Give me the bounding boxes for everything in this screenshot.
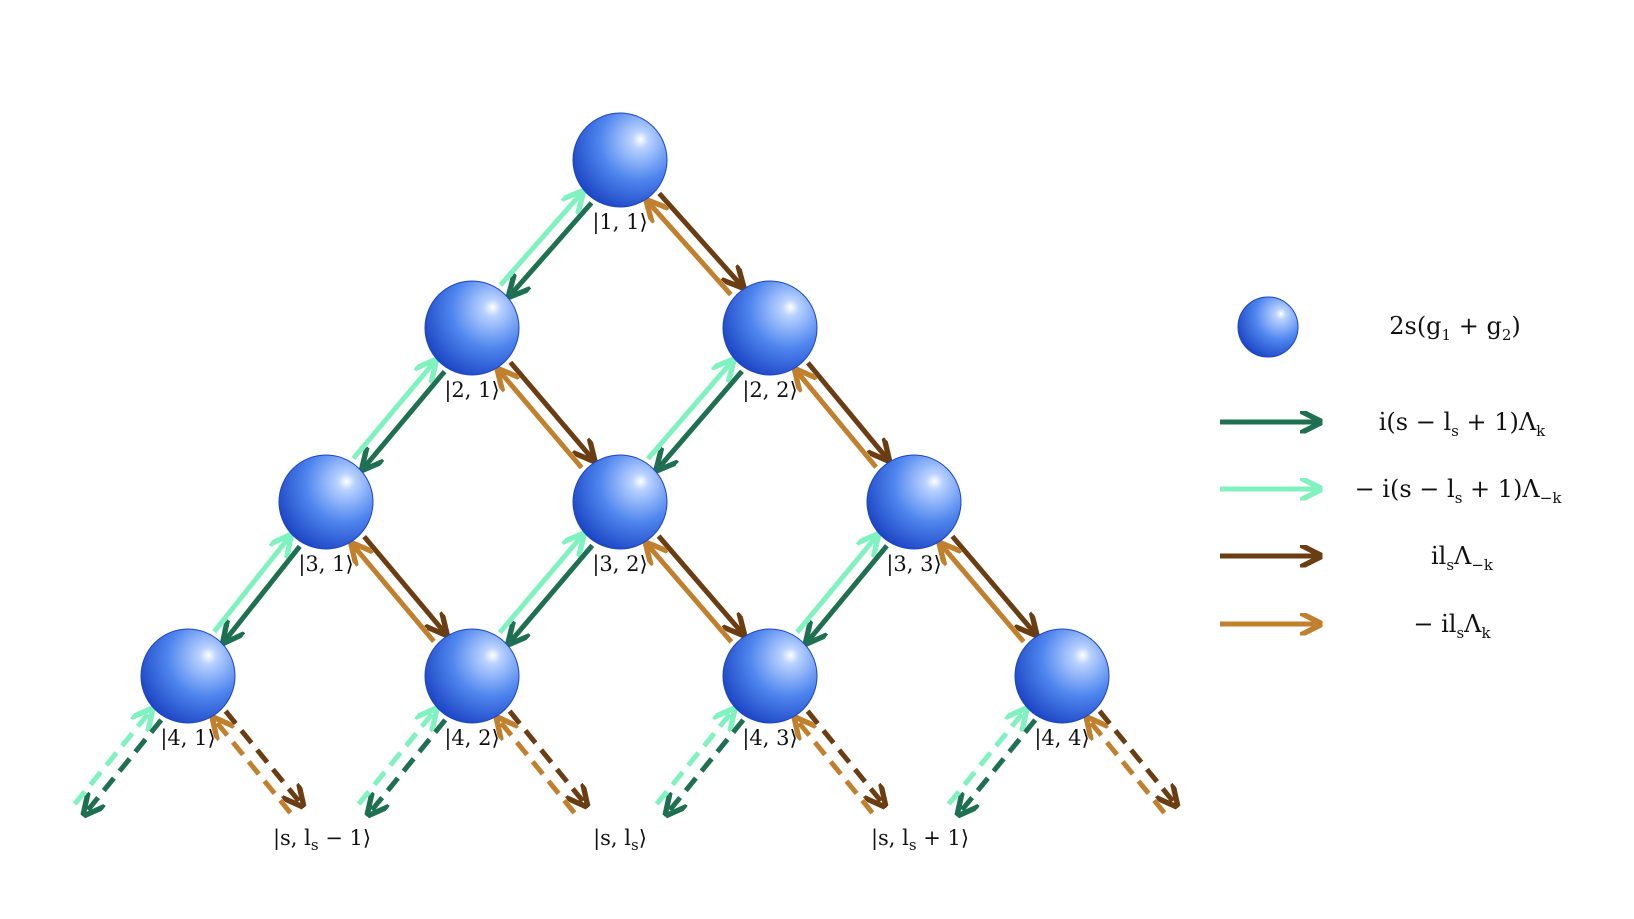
edge-n33-n43-up-arrow <box>795 537 876 634</box>
state-sphere-n11 <box>572 112 668 208</box>
state-label-n22: |2, 2⟩ <box>742 378 797 403</box>
edge-n32-n43-up-arrow <box>648 545 734 644</box>
state-sphere-n42 <box>424 628 520 724</box>
legend-dark-green-label: i(s − ls + 1)Λk <box>1379 408 1546 440</box>
edge-n21-n31-down-arrow <box>364 369 447 468</box>
edge-n11-n21-down-arrow <box>511 201 594 294</box>
cont-n43-left-down-arrow <box>668 718 746 813</box>
cont-n43-right-up-arrow <box>797 720 875 815</box>
cont-n44-left-up-arrow <box>946 711 1025 806</box>
legend-sphere-icon <box>1237 296 1299 358</box>
edge-n31-n41-down-arrow <box>225 544 302 640</box>
legend-light-brown-label: − ilsΛk <box>1413 610 1491 642</box>
legend: 2s(g1 + g2) i(s − ls + 1)Λk − i(s − ls +… <box>1220 296 1563 642</box>
state-sphere-n21 <box>424 280 520 376</box>
cont-n41-left-down-arrow <box>86 718 164 813</box>
state-label-n42: |4, 2⟩ <box>444 726 499 751</box>
edge-n33-n44-up-arrow <box>942 545 1026 644</box>
cont-n43-left-up-arrow <box>654 711 733 806</box>
edge-n22-n33-up-arrow <box>797 372 879 469</box>
cont-n42-left-up-arrow <box>356 711 435 806</box>
legend-light-green-label: − i(s − ls + 1)Λ−k <box>1355 475 1563 507</box>
state-label-n44: |4, 4⟩ <box>1034 726 1089 751</box>
state-sphere-n43 <box>722 628 818 724</box>
edge-n11-n22-up-arrow <box>649 203 733 297</box>
state-sphere-n44 <box>1014 628 1110 724</box>
edge-n31-n42-up-arrow <box>353 546 436 644</box>
edge-n31-n41-up-arrow <box>212 538 289 634</box>
edge-n11-n21-up-arrow <box>498 194 581 287</box>
edge-n32-n42-down-arrow <box>510 543 595 641</box>
state-sphere-n41 <box>140 628 236 724</box>
edge-n32-n43-down-arrow <box>656 534 742 633</box>
edge-n33-n44-down-arrow <box>950 534 1034 632</box>
bottom-label-ls-plus-1: |s, ls + 1⟩ <box>871 826 969 854</box>
state-label-n31: |3, 1⟩ <box>298 552 353 577</box>
bottom-label-ls-minus-1: |s, ls − 1⟩ <box>273 826 371 854</box>
edge-n21-n32-up-arrow <box>500 371 584 470</box>
edge-n22-n33-down-arrow <box>805 361 887 458</box>
legend-sphere-label: 2s(g1 + g2) <box>1389 312 1521 344</box>
state-label-n21: |2, 1⟩ <box>444 378 499 403</box>
state-label-n33: |3, 3⟩ <box>886 552 941 577</box>
state-label-n32: |3, 2⟩ <box>592 552 647 577</box>
cont-n42-right-up-arrow <box>499 720 577 815</box>
edge-n11-n22-down-arrow <box>657 191 741 285</box>
edge-n33-n43-down-arrow <box>808 544 889 641</box>
cont-n41-right-up-arrow <box>215 720 293 815</box>
state-sphere-n32 <box>572 454 668 550</box>
edge-n31-n42-down-arrow <box>362 534 444 633</box>
edge-n22-n32-up-arrow <box>646 362 731 461</box>
edge-n21-n31-up-arrow <box>351 363 433 461</box>
cont-n44-right-up-arrow <box>1089 720 1167 815</box>
cont-n44-right-down-arrow <box>1097 709 1176 804</box>
state-label-n41: |4, 1⟩ <box>160 726 215 751</box>
state-spheres <box>140 112 1110 724</box>
bottom-label-ls: |s, ls⟩ <box>593 826 647 854</box>
cont-n41-left-up-arrow <box>72 711 151 806</box>
state-labels: |1, 1⟩ |2, 1⟩ |2, 2⟩ |3, 1⟩ |3, 2⟩ |3, 3⟩ |4, … <box>160 210 1089 751</box>
cont-n44-left-down-arrow <box>960 718 1038 813</box>
state-sphere-n33 <box>866 454 962 550</box>
edge-n22-n32-down-arrow <box>659 369 744 468</box>
legend-dark-brown-label: ilsΛ−k <box>1431 542 1494 574</box>
state-sphere-n22 <box>722 280 818 376</box>
state-label-n11: |1, 1⟩ <box>592 210 647 235</box>
cont-n41-right-down-arrow <box>223 709 302 804</box>
state-label-n43: |4, 3⟩ <box>742 726 797 751</box>
cont-n43-right-down-arrow <box>805 709 884 804</box>
state-sphere-n31 <box>278 454 374 550</box>
edge-n32-n42-up-arrow <box>497 536 582 635</box>
transition-arrows <box>72 191 1176 815</box>
edge-n21-n32-down-arrow <box>508 360 592 458</box>
cont-n42-right-down-arrow <box>507 709 586 804</box>
cont-n42-left-down-arrow <box>370 718 448 813</box>
